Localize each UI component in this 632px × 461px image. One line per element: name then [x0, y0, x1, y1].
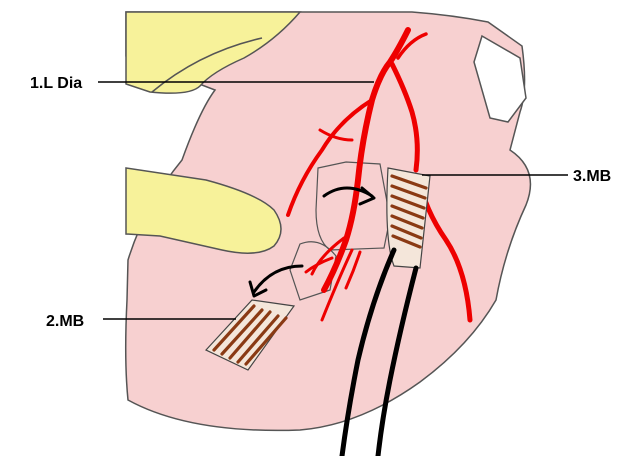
label-mb3: 3.MB: [573, 168, 611, 185]
label-l-dia: 1.L Dia: [30, 75, 82, 92]
label-mb2: 2.MB: [46, 313, 84, 330]
